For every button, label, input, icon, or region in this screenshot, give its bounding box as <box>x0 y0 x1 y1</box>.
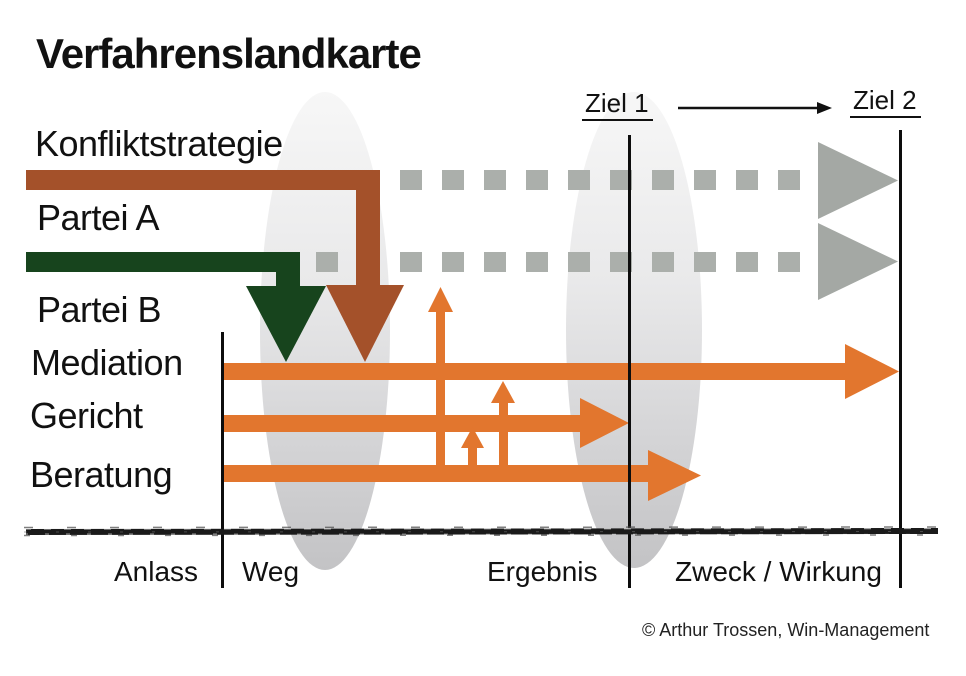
up-arrow-mid-stem <box>499 401 508 476</box>
row-label-mediation: Mediation <box>31 342 183 383</box>
row-label-konfliktstrategie: Konfliktstrategie <box>35 123 283 164</box>
credit-text: © Arthur Trossen, Win-Management <box>642 620 930 640</box>
phase-label-zweck-wirkung: Zweck / Wirkung <box>675 556 882 587</box>
diagram-title: Verfahrenslandkarte <box>36 30 422 77</box>
mediation-arrow-bar <box>223 363 846 380</box>
highlight-ellipse-ergebnis <box>566 92 702 568</box>
partei-a-goal-arrowhead-icon <box>818 142 898 219</box>
mediation-arrowhead-icon <box>845 344 899 399</box>
anlass-weg-divider-line <box>221 332 224 588</box>
partei-b-goal-arrowhead-icon <box>818 223 898 300</box>
partei-b-projected-track <box>316 252 822 272</box>
up-arrow-long-stem <box>436 310 445 476</box>
row-label-gericht: Gericht <box>30 395 143 436</box>
gericht-arrow-bar <box>223 415 581 432</box>
partei-a-arrow-bar <box>26 170 380 190</box>
phase-label-ergebnis: Ergebnis <box>487 556 598 587</box>
row-label-partei-a: Partei A <box>37 197 160 238</box>
goal-label-ziel-1: Ziel 1 <box>582 90 653 121</box>
up-arrow-long-head-icon <box>428 287 453 312</box>
goal-label-ziel-2: Ziel 2 <box>850 87 921 118</box>
phase-label-weg: Weg <box>242 556 300 587</box>
up-arrow-short-stem <box>468 446 477 476</box>
phase-label-anlass: Anlass <box>114 556 199 587</box>
up-arrow-mid-head-icon <box>491 381 515 403</box>
ziel1-to-ziel2-arrow-icon <box>678 102 832 114</box>
ziel2-line <box>899 130 902 588</box>
partei-b-arrow-bar <box>26 252 300 272</box>
ziel1-line <box>628 135 631 588</box>
partei-b-arrow-stem <box>276 252 300 287</box>
row-label-beratung: Beratung <box>30 454 173 495</box>
partei-a-projected-track <box>358 170 822 190</box>
ground-line <box>24 526 940 537</box>
partei-a-arrow-stem <box>356 170 380 286</box>
row-label-partei-b: Partei B <box>37 289 162 330</box>
